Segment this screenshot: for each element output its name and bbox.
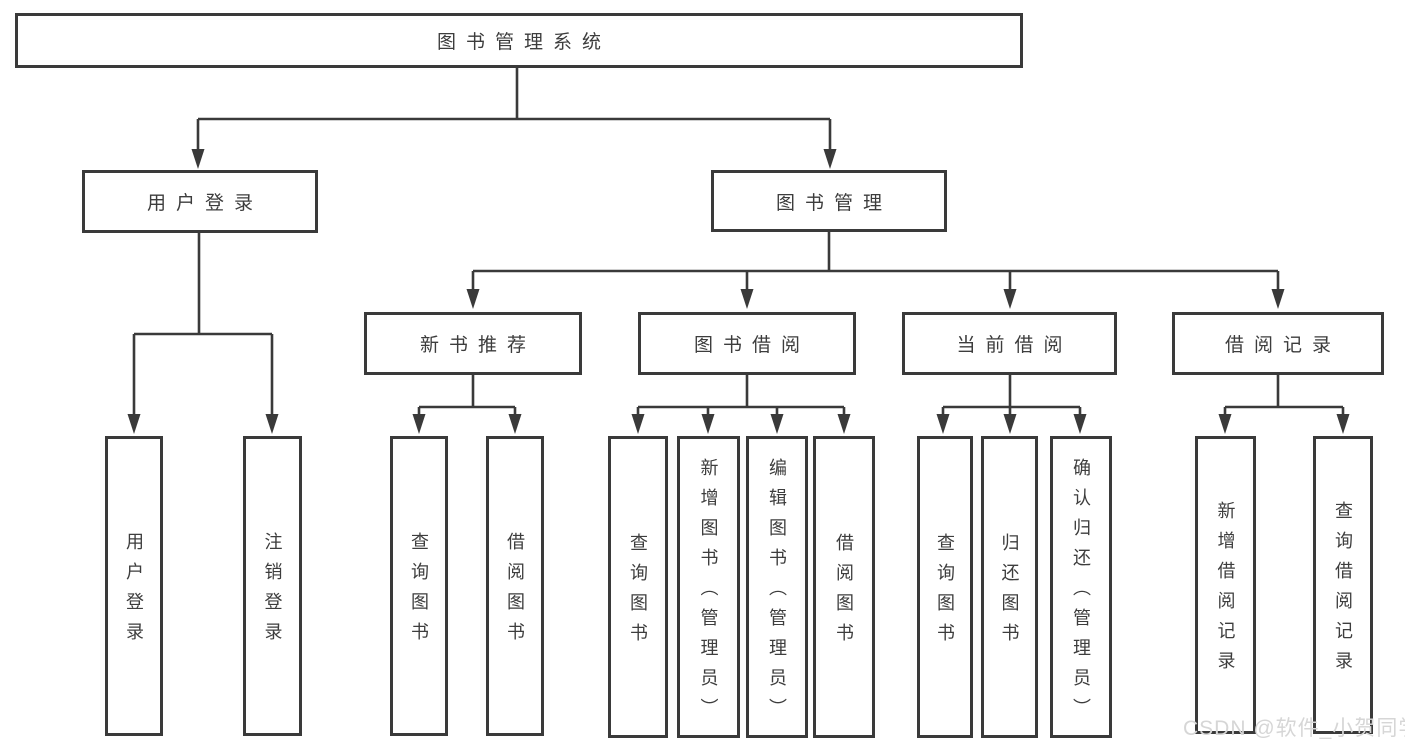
node-current-borrow: 当前借阅	[902, 312, 1117, 375]
node-cb-confirm: 确认归还（管理员）	[1050, 436, 1112, 738]
node-rec-borrow-label: 借阅图书	[505, 532, 525, 652]
node-cb-query: 查询图书	[917, 436, 973, 738]
node-user-login-label: 用户登录	[146, 193, 263, 214]
node-bb-add-label: 新增图书（管理员）	[698, 458, 719, 728]
node-current-borrow-label: 当前借阅	[956, 335, 1073, 356]
connector-book-mgmt-to-children	[466, 232, 1285, 309]
node-rec-query-label: 查询图书	[409, 532, 429, 652]
node-bb-borrow: 借阅图书	[813, 436, 875, 738]
node-book-borrow-label: 图书借阅	[693, 335, 810, 356]
connector-book-borrow-to-children	[631, 375, 851, 434]
node-bb-edit-label: 编辑图书（管理员）	[767, 458, 787, 728]
node-rec-borrow: 借阅图书	[486, 436, 544, 736]
connector-current-borrow-to-children	[936, 375, 1087, 434]
node-root: 图书管理系统	[15, 13, 1023, 68]
node-new-book-rec-label: 新书推荐	[419, 335, 536, 356]
csdn-watermark: CSDN @软件_小贺同学	[1183, 717, 1405, 740]
connector-new-book-rec-to-children	[412, 375, 522, 434]
node-br-add: 新增借阅记录	[1195, 436, 1256, 734]
node-cb-confirm-label: 确认归还（管理员）	[1071, 458, 1091, 728]
connector-borrow-records-to-children	[1218, 375, 1350, 434]
node-br-add-label: 新增借阅记录	[1215, 501, 1236, 681]
node-bb-edit: 编辑图书（管理员）	[746, 436, 808, 738]
node-cb-query-label: 查询图书	[935, 533, 955, 653]
node-rec-query: 查询图书	[390, 436, 448, 736]
node-root-label: 图书管理系统	[436, 32, 611, 53]
node-logout-v-label: 注销登录	[262, 532, 283, 652]
node-br-query-label: 查询借阅记录	[1333, 501, 1353, 681]
node-bb-query-label: 查询图书	[628, 533, 648, 653]
node-user-login: 用户登录	[82, 170, 318, 233]
node-login-v-label: 用户登录	[124, 532, 144, 652]
node-bb-query: 查询图书	[608, 436, 668, 738]
node-br-query: 查询借阅记录	[1313, 436, 1373, 734]
connector-user-login-to-children	[127, 233, 279, 434]
node-login-v: 用户登录	[105, 436, 163, 736]
node-book-mgmt: 图书管理	[711, 170, 947, 232]
node-book-mgmt-label: 图书管理	[775, 192, 892, 214]
node-logout-v: 注销登录	[243, 436, 302, 736]
node-borrow-records-label: 借阅记录	[1224, 335, 1341, 356]
node-bb-borrow-label: 借阅图书	[834, 533, 854, 653]
node-bb-add: 新增图书（管理员）	[677, 436, 740, 738]
node-new-book-rec: 新书推荐	[364, 312, 582, 375]
node-book-borrow: 图书借阅	[638, 312, 856, 375]
node-cb-return-label: 归还图书	[999, 533, 1020, 653]
node-borrow-records: 借阅记录	[1172, 312, 1384, 375]
connector-root-to-level2	[191, 68, 837, 169]
node-cb-return: 归还图书	[981, 436, 1038, 738]
